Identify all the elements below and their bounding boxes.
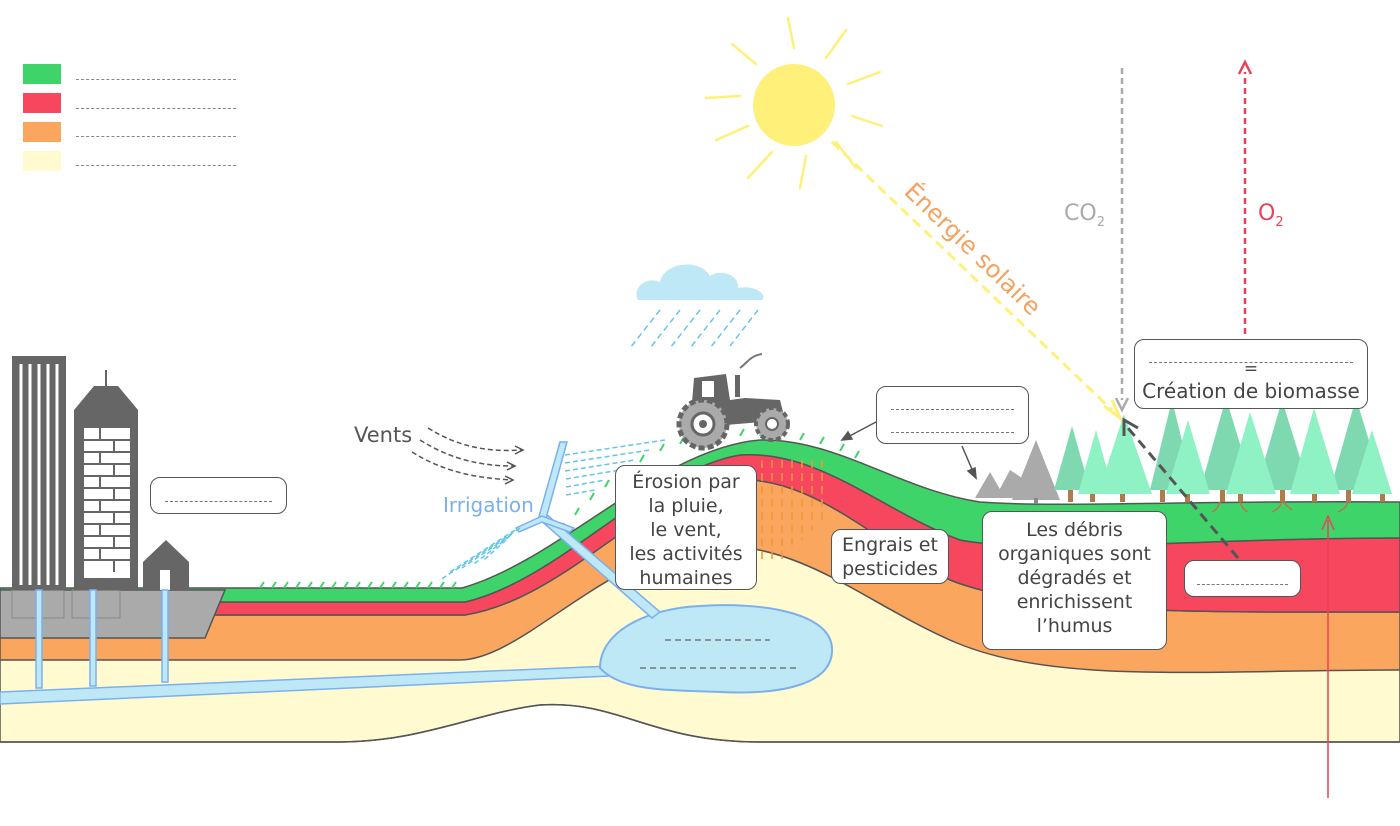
wind-arrows [411,427,525,485]
legend-swatch-green [23,64,61,84]
erosion-line-3: le vent, [650,519,722,541]
rain-cloud-icon [629,264,764,349]
conifers-front [1078,408,1392,494]
erosion-line-5: humaines [639,567,733,589]
grey-dead-trees [975,440,1060,504]
legend-blank-cream [76,165,236,166]
tractor-icon [676,353,790,451]
biomass-label: Création de biomasse [1142,379,1360,403]
fertilizer-box: Engrais et pesticides [831,529,949,584]
sun-icon [704,16,884,190]
blank-line-2 [891,432,1014,433]
co2-arrow [1114,68,1130,413]
o2-label: O2 [1258,201,1284,230]
fertilizer-drips [761,460,823,560]
city-foundation [0,589,227,639]
forest [975,398,1392,513]
fertilizer-line-2: pesticides [842,558,938,580]
vents-label: Vents [354,423,412,447]
blank-line-1 [891,409,1014,410]
legend-blank-orange [76,136,236,137]
erosion-line-2: la pluie, [648,495,724,517]
nutrient-uptake-arrow [1321,514,1335,798]
debris-line-2: organiques sont [998,543,1151,565]
skyscraper-building [12,356,66,590]
equals-sign: = [1243,359,1259,379]
decomposition-arrows [840,421,977,480]
erosion-box: Érosion par la pluie, le vent, les activ… [615,465,757,590]
bedrock-outline [0,703,1400,743]
solar-energy-arrow [830,140,1124,423]
o2-main: O [1258,201,1275,226]
legend-swatch-orange [23,122,61,142]
blank-line [1197,584,1288,585]
erosion-line-1: Érosion par [632,471,740,493]
biomass-box[interactable]: = Création de biomasse [1134,339,1368,409]
irrigation-label: Irrigation [443,493,534,517]
irrigation-spray [439,439,666,581]
debris-box: Les débris organiques sont dégradés et e… [982,511,1167,650]
city-blank-box[interactable] [150,477,287,514]
fertilizer-line-1: Engrais et [842,534,938,556]
debris-line-5: l’humus [1036,615,1113,637]
field-blank-box[interactable] [876,386,1029,444]
nutrient-cycle-arrow [1122,417,1240,559]
irrigation-system [514,441,662,619]
roots [1211,501,1349,513]
soil-blank-box[interactable] [1184,560,1301,597]
house-building [143,540,189,590]
o2-arrow [1237,59,1253,334]
legend-swatch-cream [23,151,61,171]
debris-line-4: enrichissent [1016,591,1133,613]
o2-subscript: 2 [1275,215,1283,230]
legend-blank-red [76,108,236,109]
tower-building [74,370,138,590]
legend-blank-green [76,79,236,80]
biomass-blank-line [1149,362,1353,363]
legend-swatch-red [23,93,61,113]
erosion-line-4: les activités [629,543,743,565]
solar-energy-label: Énergie solaire [899,176,1047,321]
co2-subscript: 2 [1097,215,1105,230]
co2-label: CO2 [1064,201,1105,230]
co2-main: CO [1064,201,1097,226]
debris-line-1: Les débris [1026,519,1123,541]
blank-line [165,501,272,502]
debris-line-3: dégradés et [1017,567,1132,589]
